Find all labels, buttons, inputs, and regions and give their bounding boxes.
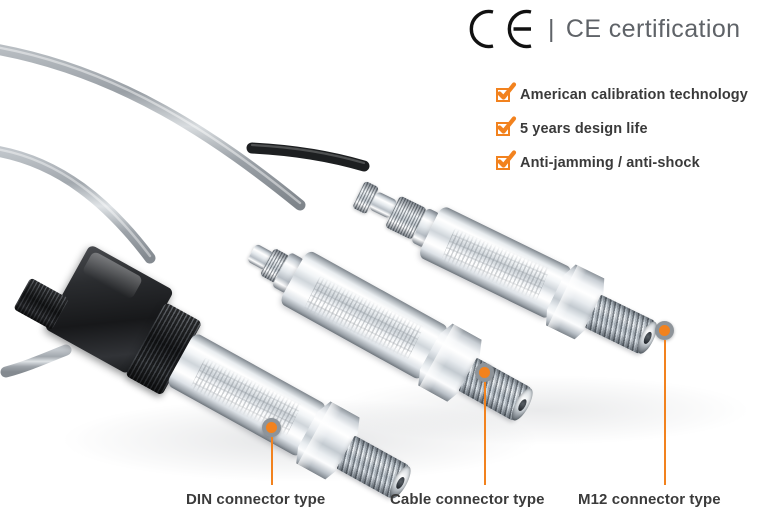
feature-item-anti-jamming: Anti-jamming / anti-shock [496, 150, 748, 175]
callout-dot-icon-m12 [655, 321, 674, 340]
checkbox-checked-icon [496, 150, 517, 171]
feature-item-design-life: 5 years design life [496, 116, 748, 141]
callout-label-din: DIN connector type [186, 491, 326, 508]
feature-list: American calibration technology 5 years … [496, 82, 748, 184]
callout-leader-din [270, 437, 273, 485]
callout-dot-icon-din [262, 418, 281, 437]
feature-label: 5 years design life [520, 120, 648, 137]
ce-mark-icon [469, 9, 532, 49]
callout-label-m12: M12 connector type [578, 491, 721, 508]
ce-separator: | [548, 14, 555, 43]
callout-dot-icon-cable [475, 363, 494, 382]
feature-item-american-calibration: American calibration technology [496, 82, 748, 107]
callout-label-cable: Cable connector type [390, 491, 545, 508]
callout-leader-m12 [663, 340, 666, 485]
feature-label: Anti-jamming / anti-shock [520, 154, 700, 171]
feature-label: American calibration technology [520, 86, 748, 103]
ce-title: CE certification [565, 14, 741, 43]
checkbox-checked-icon [496, 82, 517, 103]
ce-certification-header: | CE certification [463, 6, 740, 52]
callout-leader-cable [483, 382, 486, 485]
checkbox-checked-icon [496, 116, 517, 137]
